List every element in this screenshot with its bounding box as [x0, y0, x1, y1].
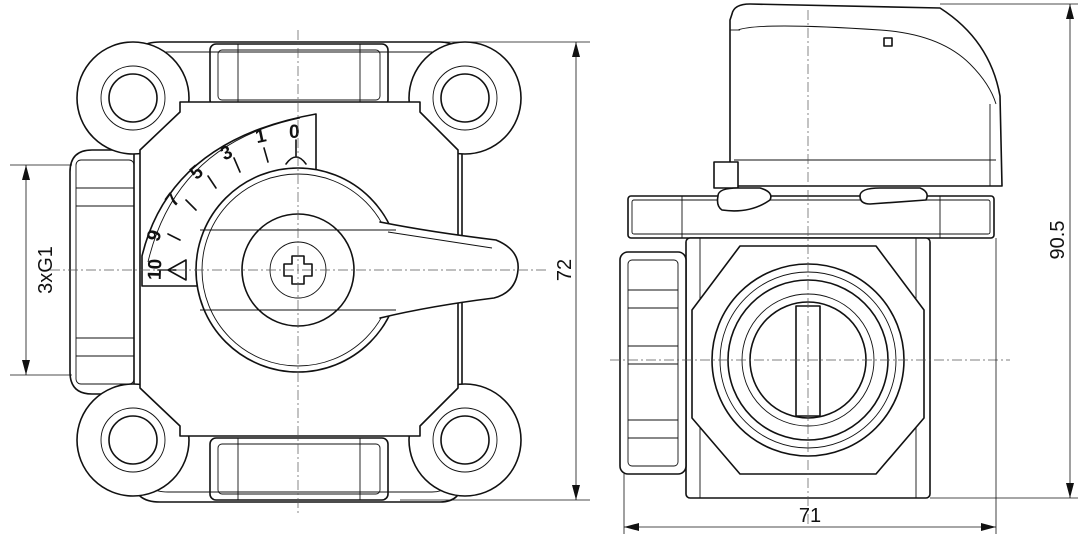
dimension-width-side-label: 71 [799, 505, 821, 527]
mounting-lug-top-left [76, 41, 190, 155]
dimension-width-side: 71 [623, 238, 997, 534]
side-left-port [619, 251, 687, 475]
dimension-height-side: 90.5 [930, 3, 1078, 499]
actuator-housing [713, 3, 1003, 189]
scale-label-0: 0 [289, 122, 300, 143]
top-port [209, 43, 389, 107]
bottom-port [209, 437, 389, 501]
dimension-thread: 3xG1 [10, 164, 72, 376]
scale-label-10: 10 [145, 259, 167, 281]
mounting-plate [627, 187, 995, 239]
dimension-thread-label: 3xG1 [35, 246, 57, 294]
front-view: 0 1 3 5 7 9 10 [50, 30, 548, 514]
screw-cross-icon [283, 255, 313, 285]
mounting-lug-bottom-right [408, 383, 522, 497]
left-port [69, 149, 135, 395]
mounting-lug-bottom-left [76, 383, 190, 497]
side-view [610, 3, 1010, 526]
dimension-height-side-label: 90.5 [1047, 221, 1069, 260]
dimension-height-front-label: 72 [554, 259, 576, 281]
mounting-lug-top-right [408, 41, 522, 155]
dimension-height-front: 72 [400, 41, 590, 501]
scale-label-1: 1 [253, 125, 268, 148]
